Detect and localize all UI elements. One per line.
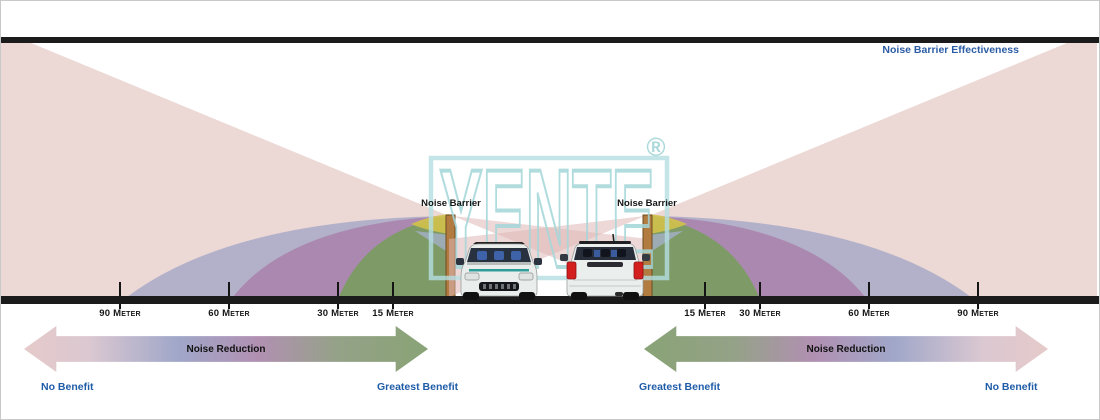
car-front-seat [477,251,487,260]
noise-barrier-label-right: Noise Barrier [617,198,677,209]
car-front [456,242,542,300]
distance-label-left-30m: 30 Meter [317,308,359,319]
grille-slot [507,284,510,289]
car-rear-headrest [583,249,592,257]
car-front-roof [473,242,525,244]
distance-label-left-60m: 60 Meter [208,308,250,319]
car-rear [560,233,650,300]
car-front-wheel [463,292,479,300]
car-front-cowl [467,262,531,265]
distance-label-left-15m: 15 Meter [372,308,414,319]
top-bar [1,37,1099,43]
car-rear-trim-bar [587,262,623,267]
car-rear-headrest [617,249,626,257]
noise-barrier-label-left: Noise Barrier [421,198,481,209]
car-front-headlight [464,272,480,281]
distance-label-left-90m: 90 Meter [99,308,141,319]
car-rear-seat [611,250,617,257]
greatest-benefit-label-left: Greatest Benefit [377,381,459,393]
distance-label-right-60m: 60 Meter [848,308,890,319]
noise-reduction-caption-left: Noise Reduction [186,343,266,355]
car-rear-mirror [642,254,650,261]
greatest-benefit-label-right: Greatest Benefit [639,381,721,393]
zone-green-30m [339,216,449,297]
car-front-mirror [456,258,464,265]
grille-slot [489,284,492,289]
car-front-accent-stripe [469,269,529,272]
car-rear-headrest [601,249,610,257]
car-front-seat [511,251,521,260]
car-rear-seat [594,250,600,257]
car-rear-wheel [571,292,587,300]
car-front-seat [494,251,504,260]
no-benefit-label-left: No Benefit [41,381,94,393]
noise-reduction-caption-right: Noise Reduction [806,343,886,355]
road-line [1,296,1099,304]
page-title: Noise Barrier Effectiveness [882,44,1019,56]
distance-label-right-15m: 15 Meter [684,308,726,319]
car-front-mirror [534,258,542,265]
car-front-wheel [519,292,535,300]
car-rear-mirror [560,254,568,261]
car-rear-roof [579,241,631,244]
no-benefit-label-right: No Benefit [985,381,1038,393]
distance-label-right-30m: 30 Meter [739,308,781,319]
car-front-headlight [518,272,534,281]
car-rear-taillight [566,261,577,280]
grille-slot [495,284,498,289]
car-rear-taillight [633,261,644,280]
grille-slot [501,284,504,289]
zone-group-left [1,43,649,309]
car-rear-exhaust [615,292,623,296]
grille-slot [513,284,516,289]
registered-trademark-icon: ® [646,132,665,162]
watermark-frame [428,155,670,281]
grille-slot [483,284,486,289]
distance-label-right-90m: 90 Meter [957,308,999,319]
car-rear-wheel [623,292,639,300]
